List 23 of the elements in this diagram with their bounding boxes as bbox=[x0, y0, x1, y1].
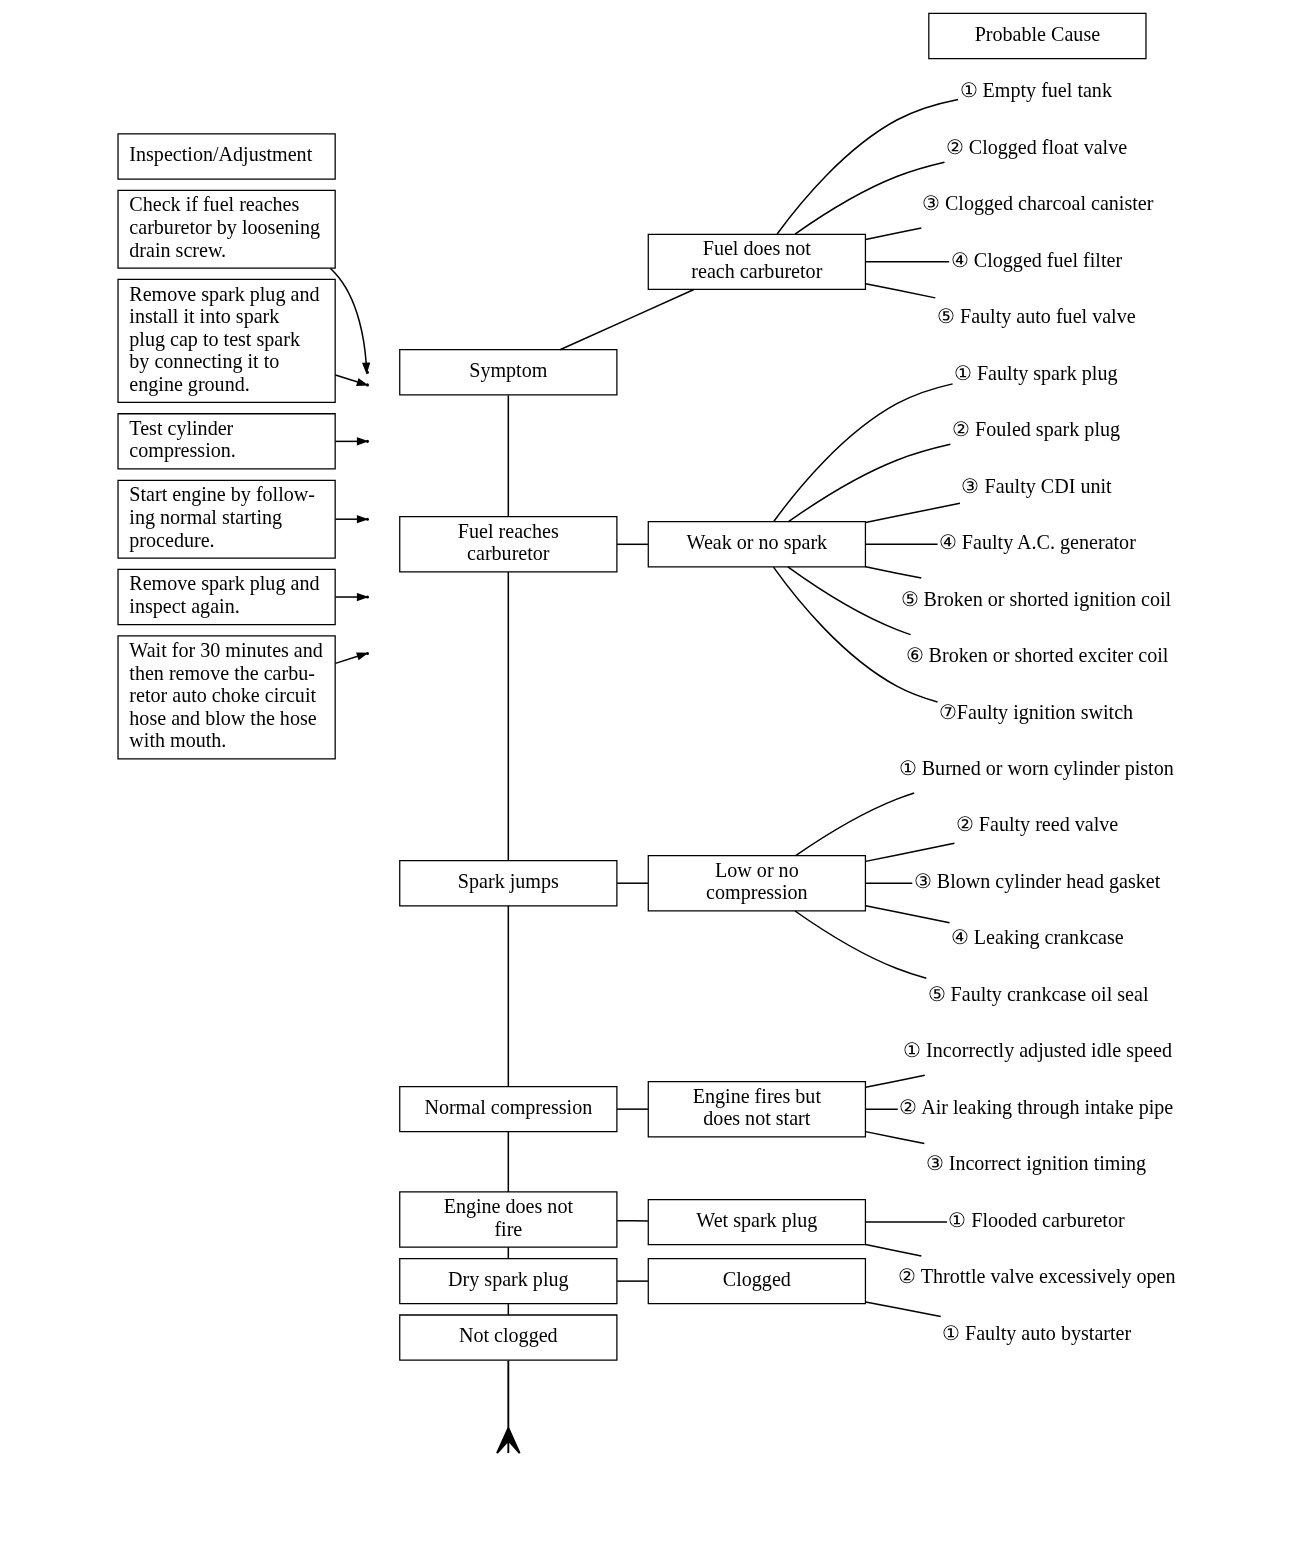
node-text: ② Clogged float valve bbox=[945, 135, 1127, 158]
node-text: ④ Faulty A.C. generator bbox=[938, 531, 1136, 554]
node-text: ③ Clogged charcoal canister bbox=[921, 192, 1153, 215]
node-text: ① Empty fuel tank bbox=[959, 79, 1112, 102]
node-text: ③ Incorrect ignition timing bbox=[925, 1152, 1146, 1175]
node-text: ⑦Faulty ignition switch bbox=[938, 700, 1133, 723]
node-text: ⑤ Faulty auto fuel valve bbox=[936, 305, 1136, 328]
node-text: ⑥ Broken or shorted exciter coil bbox=[905, 644, 1168, 667]
node-text: ② Fouled spark plug bbox=[951, 418, 1120, 441]
node-text: ② Air leaking through intake pipe bbox=[898, 1095, 1173, 1118]
node-text: ③ Faulty CDI unit bbox=[960, 474, 1112, 497]
node-text: ④ Clogged fuel filter bbox=[950, 248, 1122, 271]
node-text: ⑤ Broken or shorted ignition coil bbox=[900, 587, 1171, 610]
node-text: ③ Blown cylinder head gasket bbox=[913, 869, 1160, 892]
node-text: ② Faulty reed valve bbox=[955, 813, 1118, 836]
node-text: ⑤ Faulty crankcase oil seal bbox=[927, 982, 1149, 1005]
node-text: ② Throttle valve excessively open bbox=[897, 1265, 1176, 1288]
node-text: ① Incorrectly adjusted idle speed bbox=[902, 1039, 1172, 1062]
node-text: ① Burned or worn cylinder piston bbox=[898, 757, 1174, 779]
node-text: ① Faulty auto bystarter bbox=[941, 1321, 1131, 1344]
node-text: ④ Leaking crankcase bbox=[950, 926, 1124, 949]
node-text: ① Flooded carburetor bbox=[947, 1208, 1125, 1231]
node-text: ① Faulty spark plug bbox=[953, 361, 1117, 384]
